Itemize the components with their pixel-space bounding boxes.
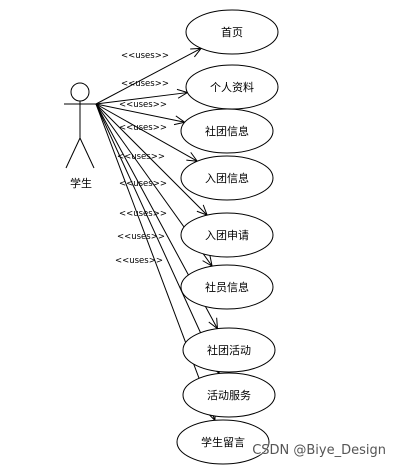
uses-stereotype-label: <<uses>> xyxy=(121,79,169,89)
use-case-ellipse xyxy=(180,264,274,310)
use-case-label: 入团申请 xyxy=(205,229,249,242)
actor-left-leg xyxy=(65,137,81,169)
uses-stereotype-label: <<uses>> xyxy=(119,179,167,189)
association-line xyxy=(95,47,202,105)
association-line xyxy=(95,103,198,162)
use-case-ellipse xyxy=(182,372,276,418)
use-case: 活动服务 xyxy=(182,372,276,418)
arrowhead xyxy=(190,47,203,58)
use-case-ellipse xyxy=(180,108,274,154)
association-line xyxy=(95,103,185,123)
use-case-ellipse xyxy=(180,155,274,201)
use-case-label: 社员信息 xyxy=(205,280,249,294)
use-case-label: 首页 xyxy=(221,25,243,39)
use-case-ellipse xyxy=(176,419,270,465)
use-case: 社团活动 xyxy=(182,327,276,373)
association-line xyxy=(95,103,216,421)
use-case-label: 社团信息 xyxy=(205,124,249,138)
use-case: 学生留言 xyxy=(176,419,270,465)
use-case-label: 活动服务 xyxy=(207,389,251,402)
use-case-label: 入团信息 xyxy=(205,171,249,185)
use-case: 首页 xyxy=(185,9,279,55)
use-case: 社团信息 xyxy=(180,108,274,154)
use-case-label: 学生留言 xyxy=(201,435,245,449)
association-line xyxy=(95,103,208,216)
use-case: 入团信息 xyxy=(180,155,274,201)
actor-right-leg xyxy=(79,137,95,169)
actor-label: 学生 xyxy=(70,176,92,190)
watermark: CSDN @Biye_Design xyxy=(252,443,386,458)
use-case-ellipse xyxy=(182,327,276,373)
use-case-ellipse xyxy=(185,9,279,55)
uses-stereotype-label: <<uses>> xyxy=(119,209,167,219)
use-case: 社员信息 xyxy=(180,264,274,310)
uses-stereotype-label: <<uses>> xyxy=(121,51,169,61)
use-case-label: 个人资料 xyxy=(210,80,254,94)
uses-stereotype-label: <<uses>> xyxy=(117,152,165,162)
uses-stereotype-label: <<uses>> xyxy=(119,123,167,133)
use-case-ellipse xyxy=(180,212,274,258)
actor-student: 学生 xyxy=(64,82,96,190)
actor-head xyxy=(70,82,90,102)
uses-stereotype-label: <<uses>> xyxy=(115,256,163,266)
uses-stereotype-label: <<uses>> xyxy=(119,100,167,110)
use-case: 个人资料 xyxy=(185,64,279,110)
use-case: 入团申请 xyxy=(180,212,274,258)
uses-stereotype-label: <<uses>> xyxy=(117,232,165,242)
association-line xyxy=(95,92,188,105)
association-line xyxy=(95,103,220,374)
associations: <<uses>> <<uses>> <<uses>> <<uses>> <<uses>>… xyxy=(95,47,220,422)
use-case-label: 社团活动 xyxy=(207,343,251,357)
